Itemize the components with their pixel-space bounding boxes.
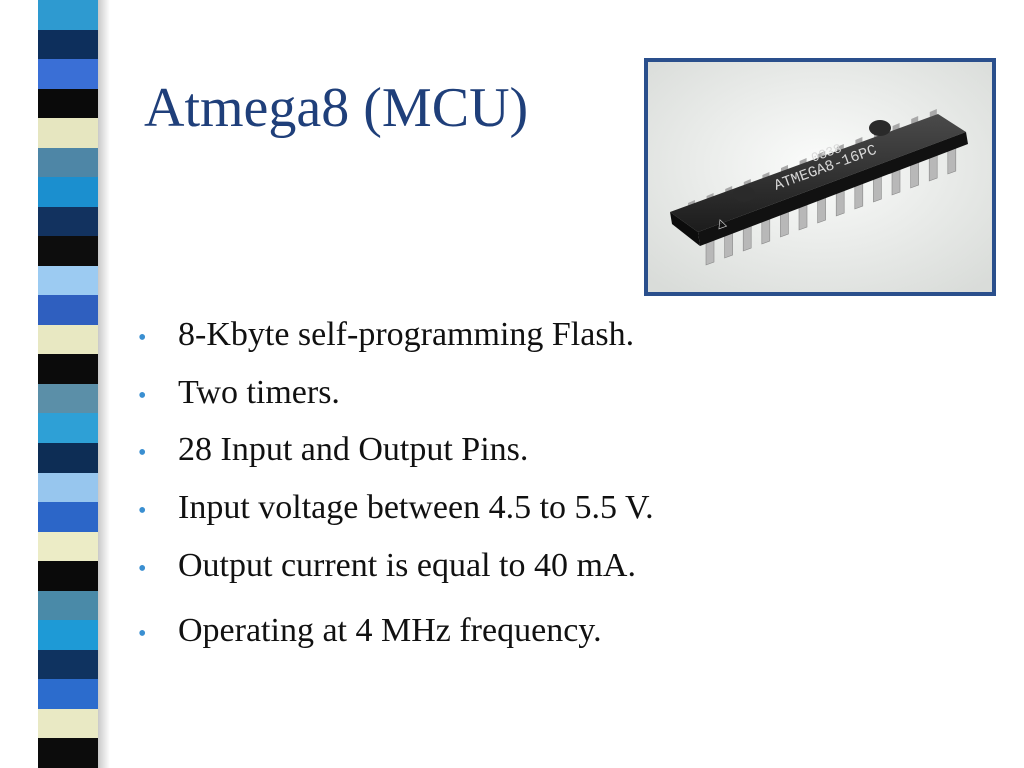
bullet-text: Output current is equal to 40 mA.	[178, 547, 636, 584]
stripe-segment	[38, 442, 98, 473]
chip-pin	[854, 182, 864, 210]
chip-pin	[928, 154, 938, 182]
bullet-dot-icon: •	[138, 383, 147, 409]
chip-pin	[891, 168, 901, 196]
bullet-text: 8-Kbyte self-programming Flash.	[178, 316, 635, 353]
stripe-segment	[38, 531, 98, 562]
stripe-segment	[38, 177, 98, 207]
stripe-shadow	[98, 0, 110, 768]
stripe-segment	[38, 383, 98, 414]
stripe-segment	[38, 354, 98, 384]
stripe-segment	[38, 413, 98, 443]
stripe-segment	[38, 147, 98, 178]
bullet-dot-icon: •	[138, 325, 147, 351]
decorative-stripe-bar	[38, 0, 98, 768]
stripe-segment	[38, 206, 98, 237]
chip-pin	[873, 175, 882, 203]
stripe-segment	[38, 295, 98, 325]
bullet-text: Input voltage between 4.5 to 5.5 V.	[178, 489, 654, 526]
bullet-text: Two timers.	[178, 374, 340, 411]
chip-pin	[835, 189, 845, 217]
stripe-segment	[38, 324, 98, 355]
stripe-segment	[38, 561, 98, 591]
stripe-segment	[38, 88, 98, 119]
chip-pin	[947, 147, 957, 175]
stripe-segment	[38, 472, 98, 503]
stripe-segment	[38, 708, 98, 739]
stripe-segment	[38, 29, 98, 60]
slide-title: Atmega8 (MCU)	[144, 77, 529, 139]
bullet-text: 28 Input and Output Pins.	[178, 431, 529, 468]
chip-photo: ATMEGA8-16PC 0338 △	[644, 58, 996, 296]
bullet-dot-icon: •	[138, 498, 147, 524]
stripe-segment	[38, 236, 98, 266]
bullet-dot-icon: •	[138, 621, 147, 647]
bullet-dot-icon: •	[138, 440, 147, 466]
stripe-segment	[38, 590, 98, 621]
stripe-segment	[38, 679, 98, 709]
atmega8-chip-image: ATMEGA8-16PC 0338 △	[648, 62, 992, 292]
stripe-segment	[38, 118, 98, 148]
bullet-dot-icon: •	[138, 556, 147, 582]
stripe-segment	[38, 59, 98, 89]
stripe-segment	[38, 265, 98, 296]
stripe-segment	[38, 0, 98, 30]
stripe-segment	[38, 649, 98, 680]
stripe-segment	[38, 738, 98, 768]
stripe-segment	[38, 620, 98, 650]
chip-pin	[817, 196, 826, 224]
chip-pin	[798, 203, 808, 231]
bullet-text: Operating at 4 MHz frequency.	[178, 612, 602, 649]
chip-pin	[910, 161, 919, 189]
stripe-segment	[38, 502, 98, 532]
